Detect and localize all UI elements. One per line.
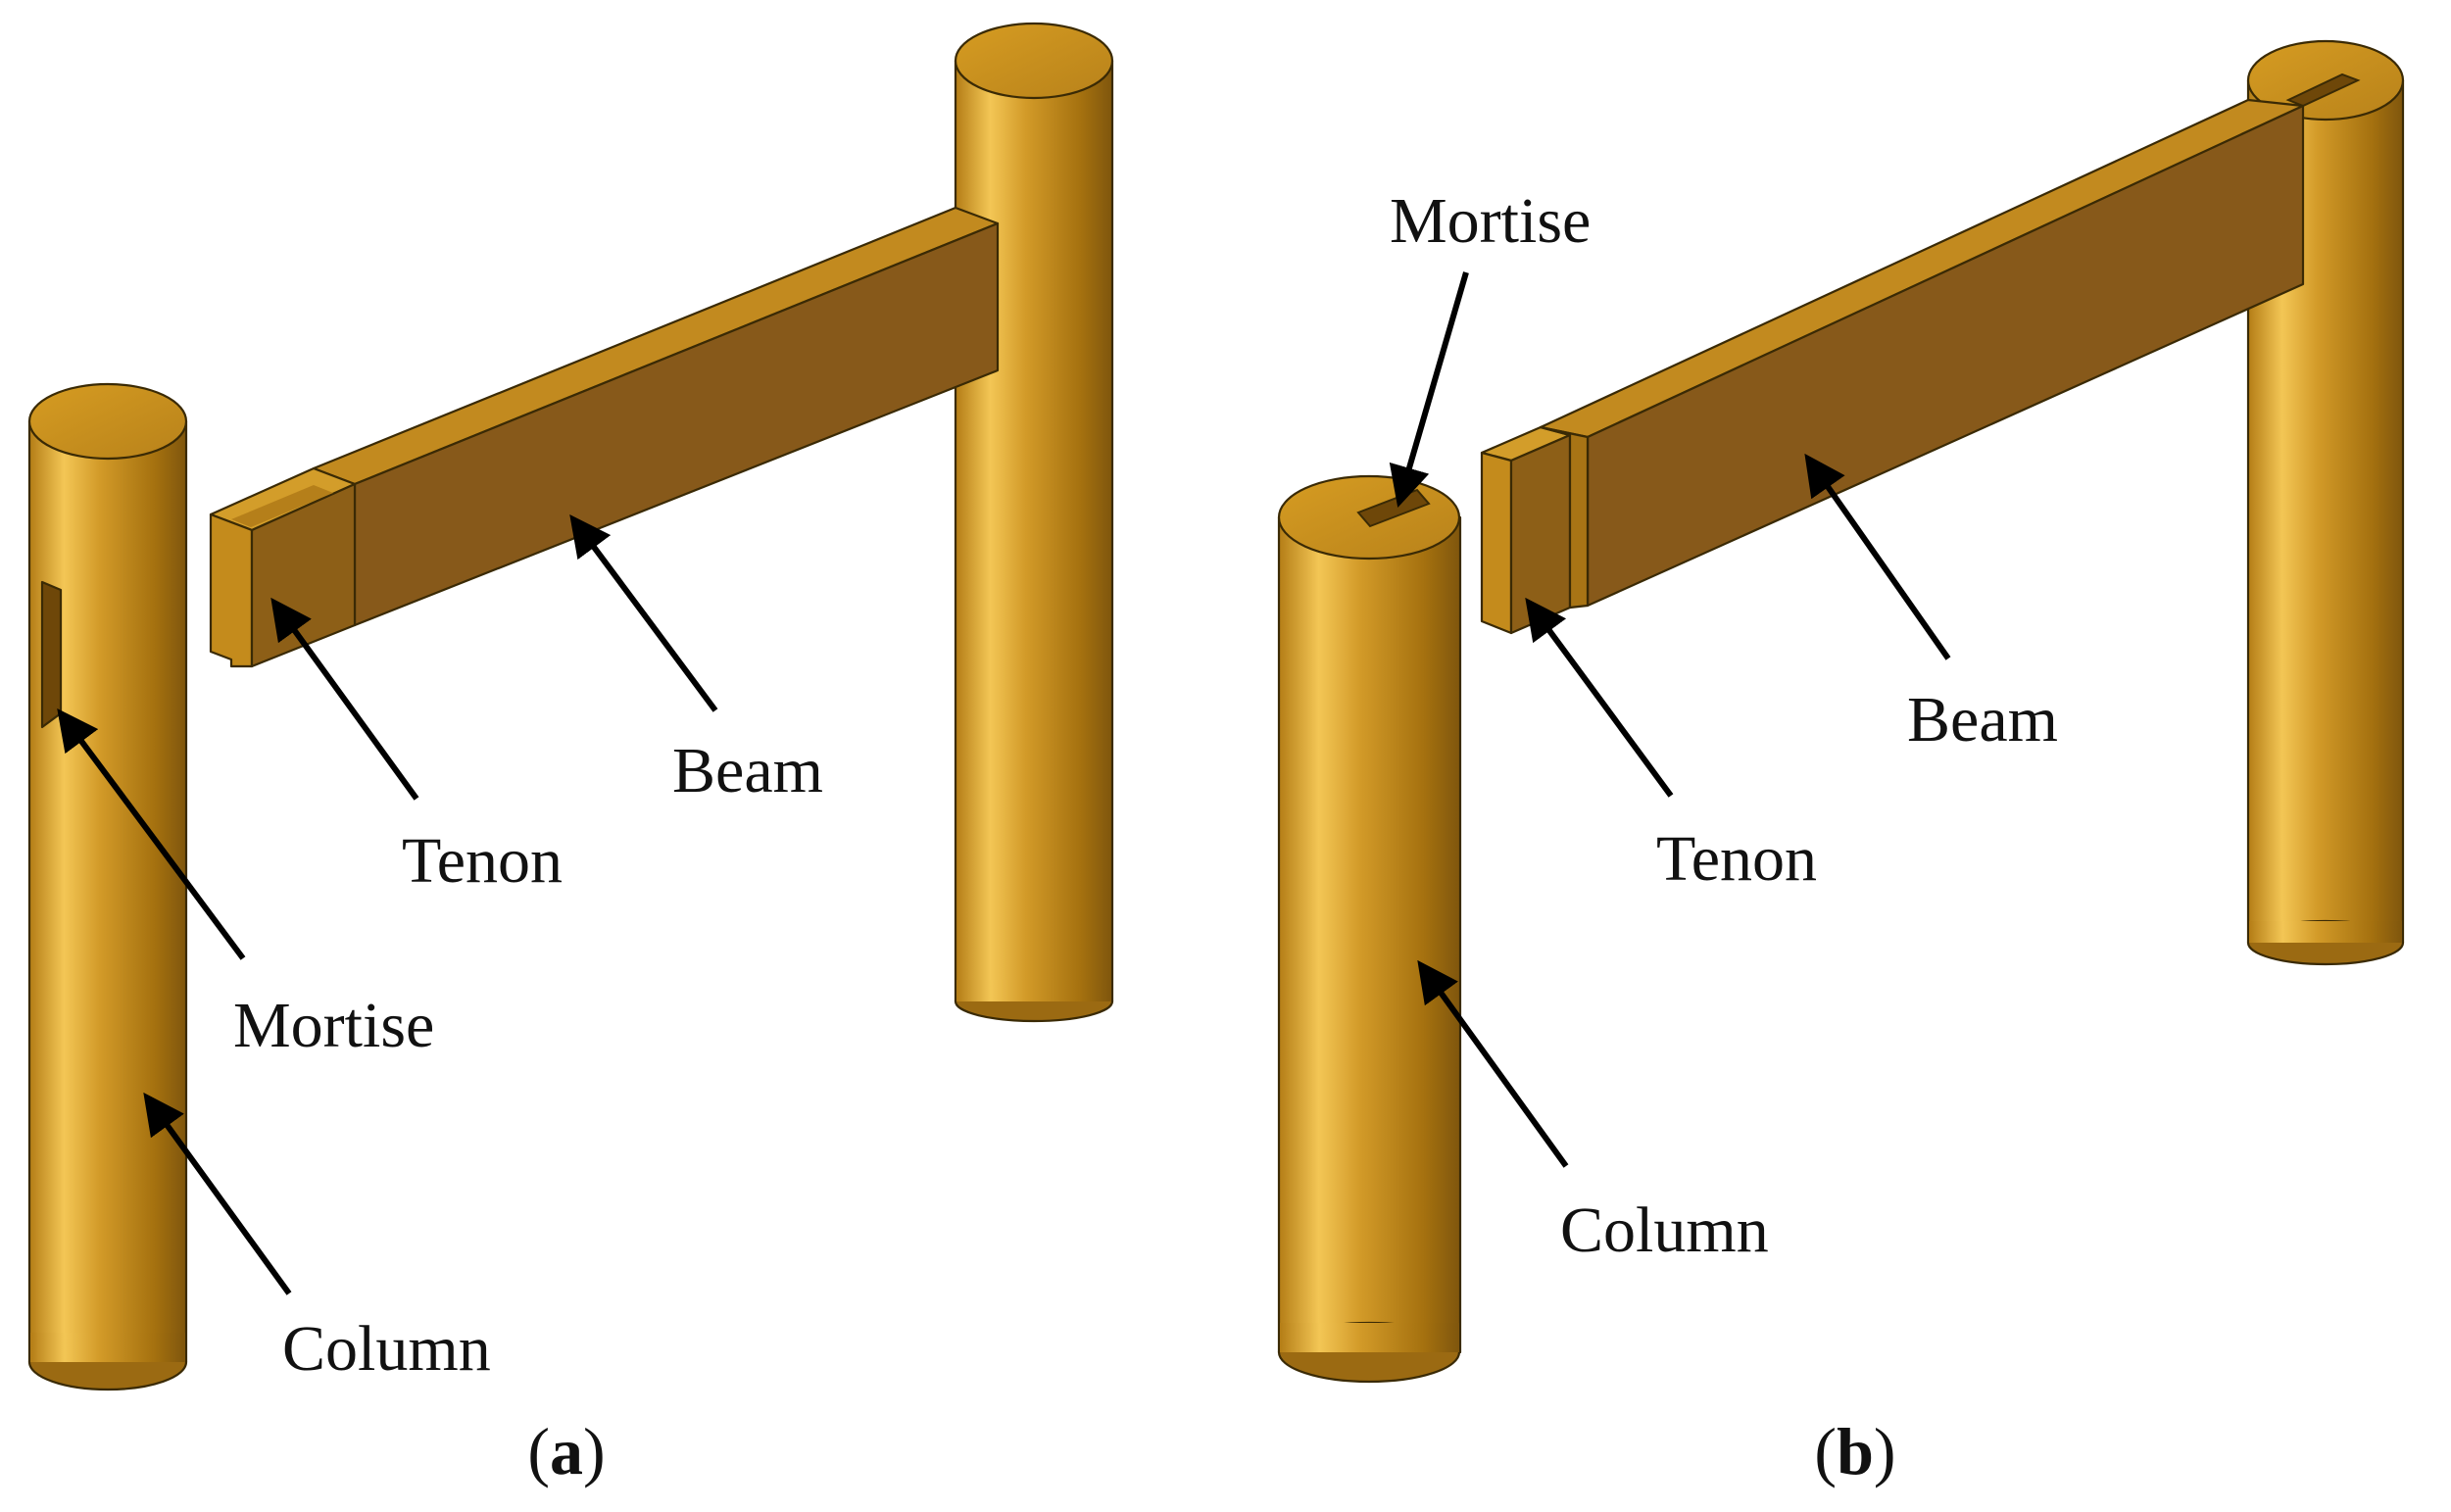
panel-a-mortise-slot: [40, 580, 63, 729]
panel-b-beam-arrow: [1804, 453, 1951, 660]
panel-a-column-label: Column: [282, 1313, 491, 1385]
panel-b-mortise-arrow: [1389, 271, 1469, 509]
panel-b-beam: [1539, 98, 2305, 608]
panel-a-left-column: [27, 382, 188, 1391]
panel-a-mortise-arrow: [57, 707, 246, 960]
panel-b-column-label: Column: [1560, 1195, 1769, 1266]
panel-a-tenon-label: Tenon: [402, 825, 563, 897]
panel-a-beam-label: Beam: [672, 735, 823, 806]
panel-a-tenon: [209, 466, 357, 668]
panel-b: Mortise Tenon Beam Column (b): [1277, 39, 2405, 1488]
panel-a-mortise-label: Mortise: [233, 990, 434, 1061]
panel-a-tenon-arrow: [270, 597, 419, 801]
panel-b-beam-label: Beam: [1907, 684, 2058, 756]
panel-a: Mortise Column Tenon Beam (a): [27, 22, 1114, 1488]
panel-b-caption: (b): [1814, 1414, 1895, 1488]
panel-b-mortise-label: Mortise: [1390, 185, 1591, 257]
panel-b-tenon-label: Tenon: [1656, 823, 1817, 895]
panel-a-right-column: [954, 22, 1114, 1023]
panel-a-caption: (a): [527, 1414, 605, 1488]
panel-a-beam-arrow: [569, 513, 718, 712]
panel-a-column-arrow: [143, 1092, 292, 1295]
panel-b-tenon: [1480, 425, 1590, 635]
panel-b-tenon-arrow: [1525, 597, 1674, 798]
panel-b-left-column: [1277, 474, 1462, 1384]
panel-a-beam: [312, 206, 1000, 627]
panel-b-column-arrow: [1417, 959, 1569, 1168]
